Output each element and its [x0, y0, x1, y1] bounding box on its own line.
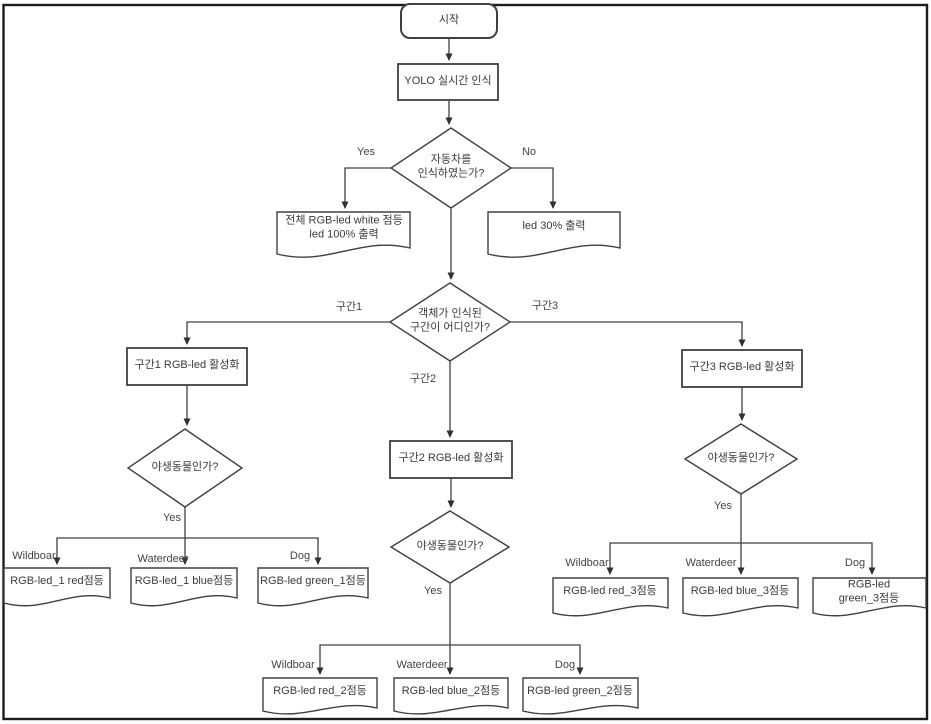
edge-wildq3-dog: [741, 542, 876, 575]
edge-wildq2-dog: [450, 644, 584, 675]
zone2-green-doc: [522, 677, 639, 715]
zone3-blue-doc: [682, 577, 799, 617]
all-white-output-doc: [276, 211, 411, 258]
yolo-node: [397, 63, 499, 101]
wild-question-2-diamond: [389, 510, 511, 584]
start-node: [400, 3, 498, 39]
edge-wildq3-wildboar: [606, 542, 741, 575]
car-question-diamond: [389, 127, 513, 209]
wild-question-1-diamond: [126, 428, 244, 508]
zone2-red-doc: [262, 677, 378, 715]
led30-output-doc: [487, 211, 621, 258]
zone3-activate-node: [681, 349, 803, 388]
zone1-activate-node: [126, 347, 248, 386]
zone1-green-doc: [257, 567, 369, 607]
edge-wildq1-dog: [185, 537, 322, 565]
edge-carq-yes: [341, 167, 391, 209]
edge-zoneq-zone3: [510, 321, 746, 347]
edge-carq-no: [511, 167, 557, 209]
zone3-red-doc: [552, 577, 669, 617]
zone1-blue-doc: [130, 567, 238, 607]
zone3-green-doc: [812, 577, 927, 617]
zone-question-diamond: [388, 282, 512, 362]
zone1-red-doc: [3, 567, 111, 607]
edge-wildq1-wildboar: [53, 537, 185, 565]
zone2-blue-doc: [393, 677, 509, 715]
wild-question-3-diamond: [683, 423, 799, 495]
edge-wildq2-wildboar: [316, 644, 450, 675]
edge-zoneq-zone1: [183, 321, 390, 345]
zone2-activate-node: [389, 440, 513, 479]
